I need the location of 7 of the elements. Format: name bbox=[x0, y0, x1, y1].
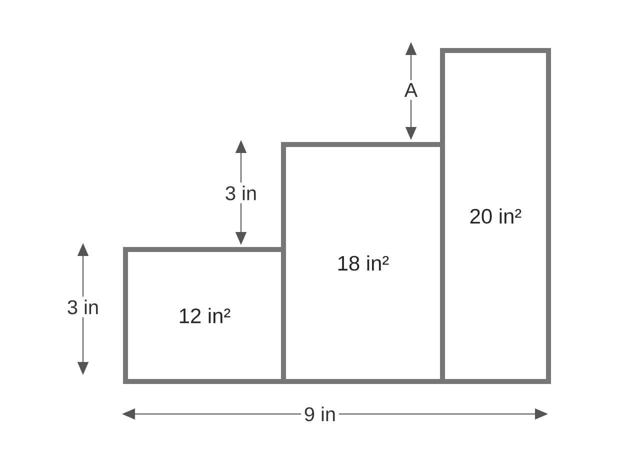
dimension-label: A bbox=[401, 80, 421, 100]
dimension-label: 3 in bbox=[222, 182, 260, 204]
dimension-label: 9 in bbox=[300, 404, 340, 424]
rectangle: 18 in² bbox=[281, 142, 445, 384]
rectangle: 20 in² bbox=[440, 48, 551, 384]
dimension-label: 3 in bbox=[64, 296, 102, 318]
rectangle: 12 in² bbox=[123, 247, 286, 384]
